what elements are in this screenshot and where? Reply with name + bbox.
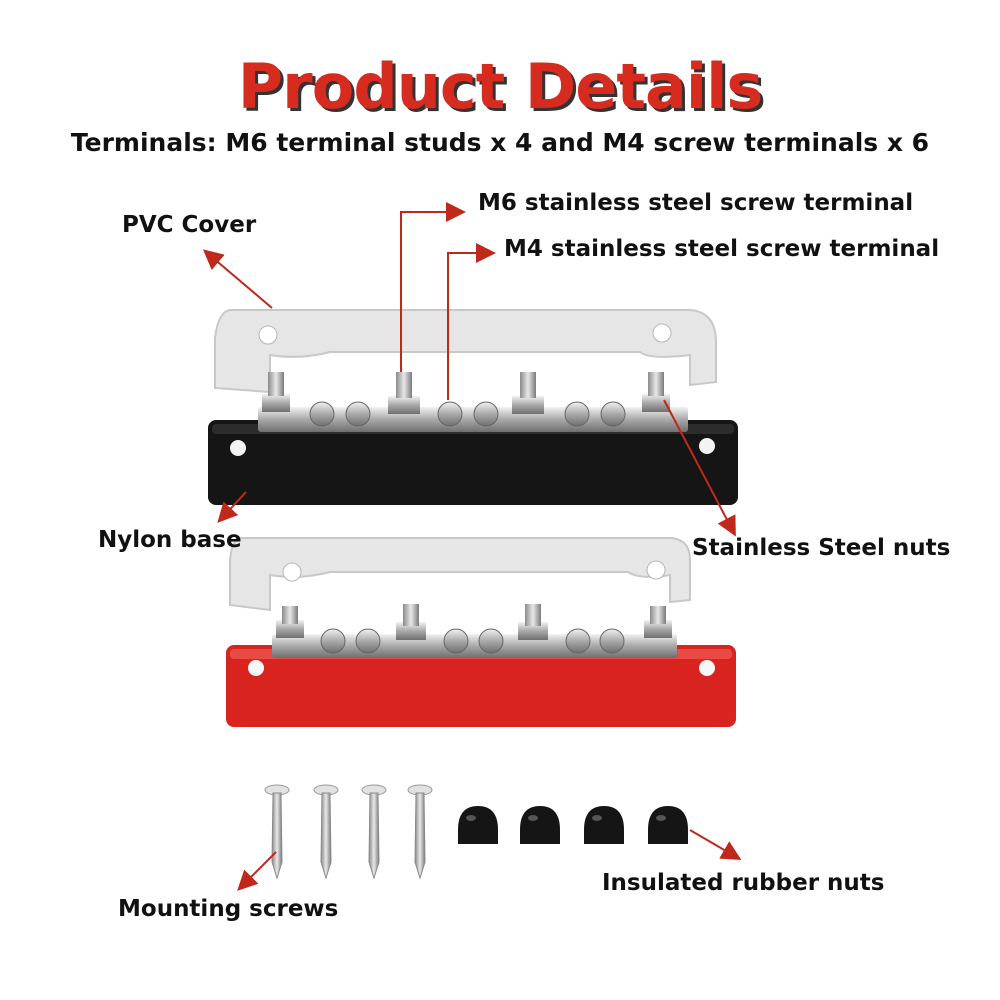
m4-screw [320, 628, 346, 654]
m4-screw [309, 401, 335, 427]
callout-pvc-cover: PVC Cover [122, 212, 257, 238]
m4-screw [565, 628, 591, 654]
callout-m6-terminal: M6 stainless steel screw terminal [478, 190, 914, 216]
arrow-pvc-cover [202, 249, 273, 309]
arrow-m4-terminal [447, 243, 496, 400]
m4-screw [478, 628, 504, 654]
busbar-top [258, 372, 688, 432]
pvc-cover-top [214, 309, 717, 394]
m6-stud [644, 606, 672, 638]
mounting-screw [407, 784, 433, 880]
m4-screw [564, 401, 590, 427]
nylon-base-black [208, 420, 738, 505]
m4-screw [345, 401, 371, 427]
mounting-screw [313, 784, 339, 880]
arrow-steel-nuts [663, 399, 736, 537]
arrow-mounting-screws [237, 851, 277, 891]
callout-rubber-nuts: Insulated rubber nuts [602, 870, 885, 896]
m6-stud [388, 372, 420, 414]
rubber-nut [458, 806, 498, 844]
page-subtitle: Terminals: M6 terminal studs x 4 and M4 … [70, 128, 930, 157]
m4-screw [473, 401, 499, 427]
callout-m4-terminal: M4 stainless steel screw terminal [504, 236, 940, 262]
callout-steel-nuts: Stainless Steel nuts [692, 535, 951, 561]
arrow-nylon-base [217, 491, 247, 523]
callout-nylon-base: Nylon base [98, 527, 242, 553]
arrow-rubber-nuts [689, 829, 742, 861]
page-title: Product Details [237, 50, 764, 123]
busbar-bottom [272, 604, 677, 658]
m6-stud [262, 372, 290, 412]
m6-stud [518, 604, 548, 640]
m4-screw [437, 401, 463, 427]
m4-screw [355, 628, 381, 654]
m4-screw [599, 628, 625, 654]
m6-stud [512, 372, 544, 414]
m4-screw [600, 401, 626, 427]
callout-mounting-screws: Mounting screws [118, 896, 339, 922]
pvc-cover-bottom [229, 537, 691, 612]
m6-stud [396, 604, 426, 640]
arrow-m6-terminal [400, 202, 466, 372]
mounting-screw [264, 784, 290, 880]
rubber-nut [648, 806, 688, 844]
rubber-nut [520, 806, 560, 844]
m6-stud [276, 606, 304, 638]
rubber-nut [584, 806, 624, 844]
m6-stud [642, 372, 670, 412]
m4-screw [443, 628, 469, 654]
mounting-screw [361, 784, 387, 880]
